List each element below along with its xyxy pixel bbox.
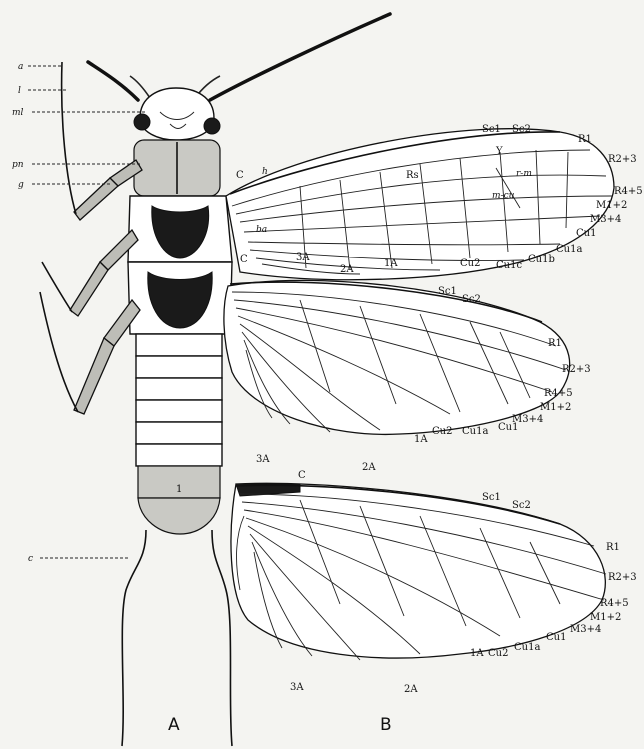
hwb-label-Sc1: Sc1 bbox=[482, 492, 501, 503]
panel-label-a: A bbox=[168, 715, 180, 735]
hwa-label-M1-2: M1+2 bbox=[540, 402, 571, 413]
hwa-label-Cu2: Cu2 bbox=[432, 426, 452, 437]
left-eye bbox=[134, 114, 150, 130]
hindwing-a-outline bbox=[224, 280, 570, 434]
hwb-label-R2-3: R2+3 bbox=[608, 572, 637, 583]
fw-label-R1: R1 bbox=[578, 134, 592, 145]
fw-label-r-m: r-m bbox=[516, 169, 532, 179]
abdominal-segment bbox=[136, 356, 222, 378]
hwa-label-R1: R1 bbox=[548, 338, 562, 349]
hwa-label-R4-5: R4+5 bbox=[544, 388, 573, 399]
hindleg-tibia bbox=[74, 338, 114, 414]
abdominal-segment bbox=[136, 378, 222, 400]
abdominal-segment bbox=[136, 334, 222, 356]
hwb-label-Sc2: Sc2 bbox=[512, 500, 531, 511]
hwb-label-2A: 2A bbox=[404, 684, 418, 695]
fw-label-C: C bbox=[236, 170, 244, 181]
label-g: g bbox=[18, 180, 24, 190]
right-eye bbox=[204, 118, 220, 134]
hwb-label-3A: 3A bbox=[290, 682, 304, 693]
forewing bbox=[226, 129, 614, 280]
hwa-label-R2-3: R2+3 bbox=[562, 364, 591, 375]
fw-label-Cu1c: Cu1c bbox=[496, 260, 522, 271]
hwa-label-3A: 3A bbox=[256, 454, 270, 465]
right-antenna bbox=[210, 14, 390, 100]
hwb-label-C: C bbox=[298, 470, 306, 481]
hwa-label-Cu1: Cu1 bbox=[498, 422, 518, 433]
fw-label-M1-2: M1+2 bbox=[596, 200, 627, 211]
fw-label-ba: ba bbox=[256, 225, 267, 235]
hwa-label-C: C bbox=[240, 254, 248, 265]
hwb-label-Cu1: Cu1 bbox=[546, 632, 566, 643]
fw-label-1A: 1A bbox=[384, 258, 398, 269]
right-cercus bbox=[212, 530, 232, 746]
label-pn: pn bbox=[12, 160, 24, 170]
hwb-label-1A: 1A bbox=[470, 648, 484, 659]
label-segment-1: 1 bbox=[176, 484, 182, 495]
abdominal-segment bbox=[136, 444, 222, 466]
fw-label-Rs: Rs bbox=[406, 170, 419, 181]
fw-label-Sc1: Sc1 bbox=[482, 124, 501, 135]
hwa-label-Sc2: Sc2 bbox=[462, 294, 481, 305]
label-c: c bbox=[28, 554, 33, 564]
hwa-label-1A: 1A bbox=[414, 434, 428, 445]
fw-label-R4-5: R4+5 bbox=[614, 186, 643, 197]
fw-label-Cu1: Cu1 bbox=[576, 228, 596, 239]
fw-label-2A: 2A bbox=[340, 264, 354, 275]
hwb-label-R1: R1 bbox=[606, 542, 620, 553]
fw-label-M3-4: M3+4 bbox=[590, 214, 621, 225]
midleg-tibia bbox=[70, 262, 108, 316]
hwa-label-Sc1: Sc1 bbox=[438, 286, 457, 297]
panel-label-b: B bbox=[380, 715, 392, 735]
head bbox=[140, 88, 214, 140]
abdominal-segment bbox=[136, 400, 222, 422]
left-antenna bbox=[88, 62, 138, 100]
fw-label-Sc2: Sc2 bbox=[512, 124, 531, 135]
abdominal-segment bbox=[136, 422, 222, 444]
left-cercus bbox=[122, 530, 146, 746]
hwb-label-M3-4: M3+4 bbox=[570, 624, 601, 635]
label-l: l bbox=[18, 86, 21, 96]
hindwing-a bbox=[224, 280, 570, 434]
fw-label-Cu1a: Cu1a bbox=[556, 244, 582, 255]
foreleg-tibia bbox=[74, 178, 118, 220]
fw-label-Cu1b: Cu1b bbox=[528, 254, 555, 265]
foreleg-tarsus bbox=[62, 62, 76, 214]
label-ml: ml bbox=[12, 108, 24, 118]
fw-label-Cu2: Cu2 bbox=[460, 258, 480, 269]
abdomen bbox=[136, 334, 222, 534]
fw-label-m-cu: m-cu bbox=[492, 191, 515, 201]
hwb-label-Cu2: Cu2 bbox=[488, 648, 508, 659]
label-a: a bbox=[18, 62, 23, 72]
hwa-label-Cu1a: Cu1a bbox=[462, 426, 488, 437]
subgenital-plate bbox=[138, 498, 220, 534]
fw-label-3A: 3A bbox=[296, 252, 310, 263]
hwb-label-R4-5: R4+5 bbox=[600, 598, 629, 609]
fw-label-h: h bbox=[262, 167, 268, 177]
fw-label-R2-3: R2+3 bbox=[608, 154, 637, 165]
fw-label-Y: Y bbox=[495, 146, 503, 157]
hwb-label-M1-2: M1+2 bbox=[590, 612, 621, 623]
midleg-tarsus bbox=[42, 262, 72, 312]
hwb-label-Cu1a: Cu1a bbox=[514, 642, 540, 653]
hwa-label-2A: 2A bbox=[362, 462, 376, 473]
